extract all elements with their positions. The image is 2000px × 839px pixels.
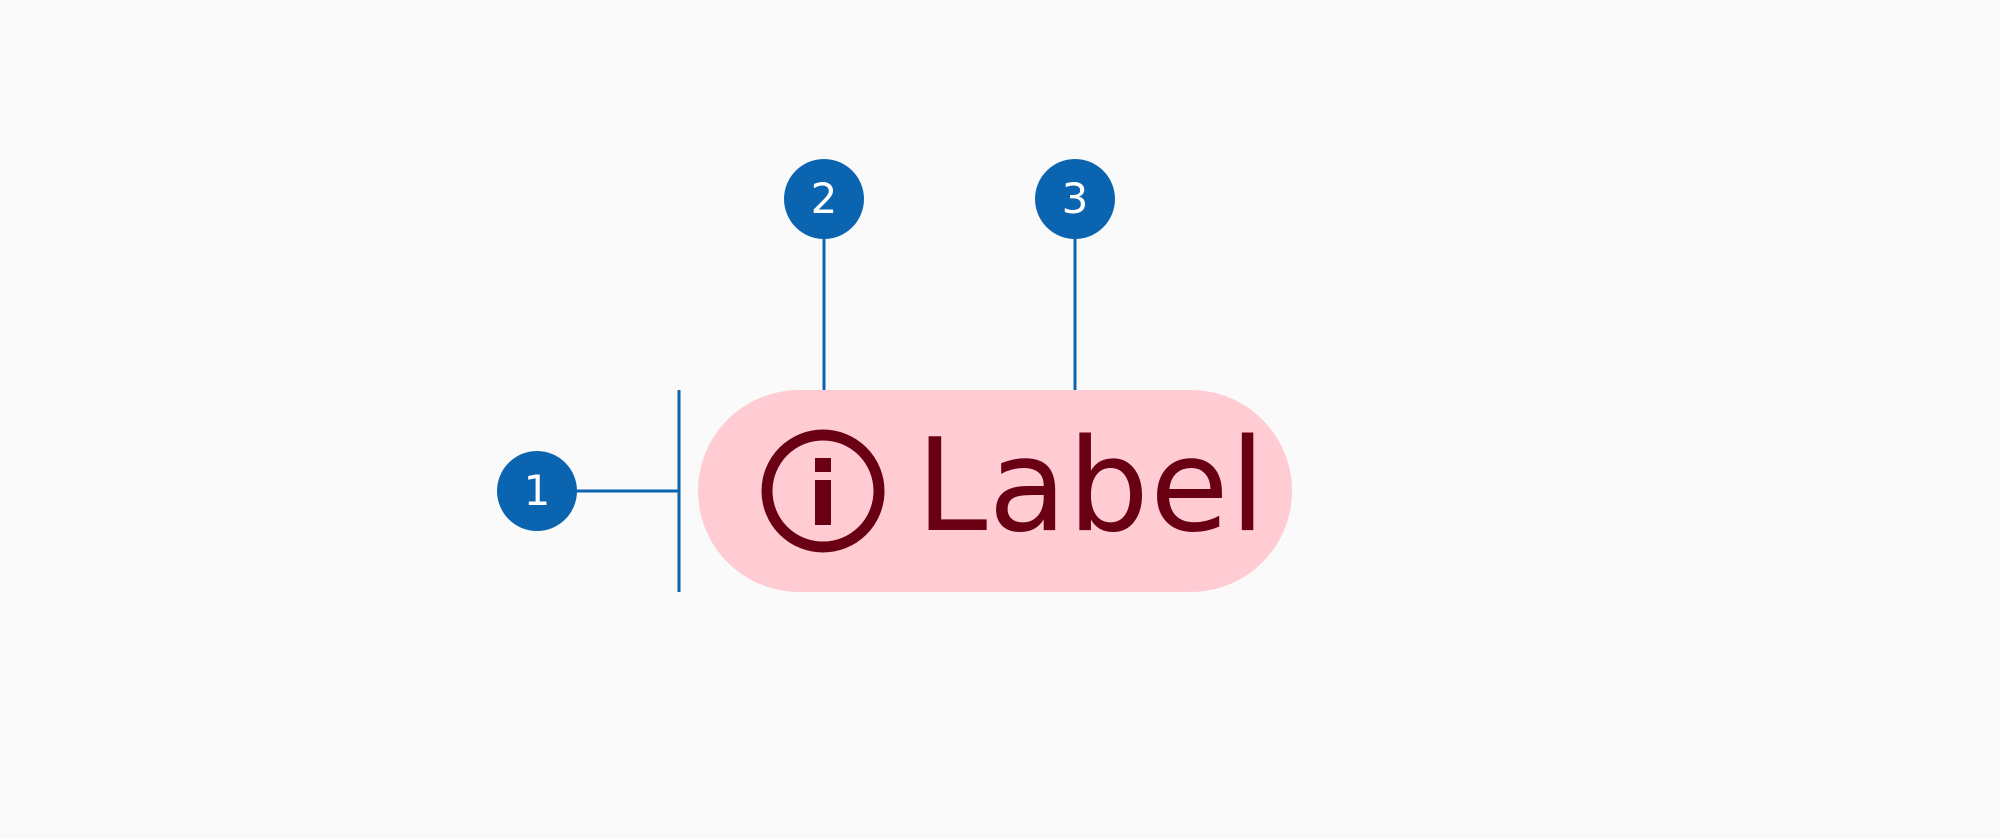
annotation-marker-1: 1 (497, 451, 577, 531)
badge-label: Label (916, 412, 1267, 561)
annotation-marker-number: 1 (523, 466, 551, 515)
annotation-marker-number: 2 (810, 174, 838, 223)
annotation-marker-2: 2 (784, 159, 864, 239)
status-badge: Label (698, 390, 1292, 592)
info-circle-icon (761, 429, 885, 553)
annotation-marker-3: 3 (1035, 159, 1115, 239)
annotation-marker-number: 3 (1061, 174, 1089, 223)
